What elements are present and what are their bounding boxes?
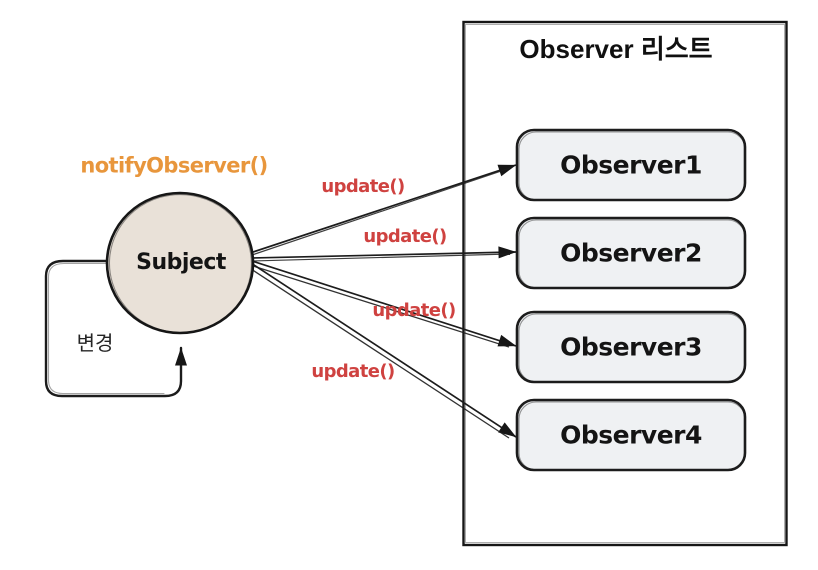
update-label-1: update() (321, 176, 405, 197)
subject-node (105, 191, 255, 335)
update-arrow-1 (248, 164, 517, 257)
observer-box-1 (515, 128, 747, 202)
observer-box-4 (515, 398, 747, 472)
update-label-4: update() (311, 361, 395, 382)
self-loop-arrow (44, 259, 187, 398)
update-label-3: update() (372, 300, 456, 321)
update-label-2: update() (363, 226, 447, 247)
change-label: 변경 (76, 333, 114, 355)
observer-box-2-label: Observer2 (560, 238, 702, 268)
update-arrow-2 (250, 246, 517, 262)
update-arrow-3 (249, 260, 517, 348)
observer-list-title: Observer 리스트 (519, 34, 713, 64)
subject-label: Subject (136, 250, 226, 275)
observer-box-3 (515, 310, 747, 384)
observer-box-3-label: Observer3 (560, 332, 702, 362)
update-arrow-4 (247, 262, 517, 439)
observer-box-4-label: Observer4 (560, 420, 702, 450)
observer-box-2 (515, 216, 747, 290)
update-arrows (247, 164, 517, 439)
notify-observer-label: notifyObserver() (80, 153, 268, 178)
observer-box-1-label: Observer1 (560, 150, 702, 180)
